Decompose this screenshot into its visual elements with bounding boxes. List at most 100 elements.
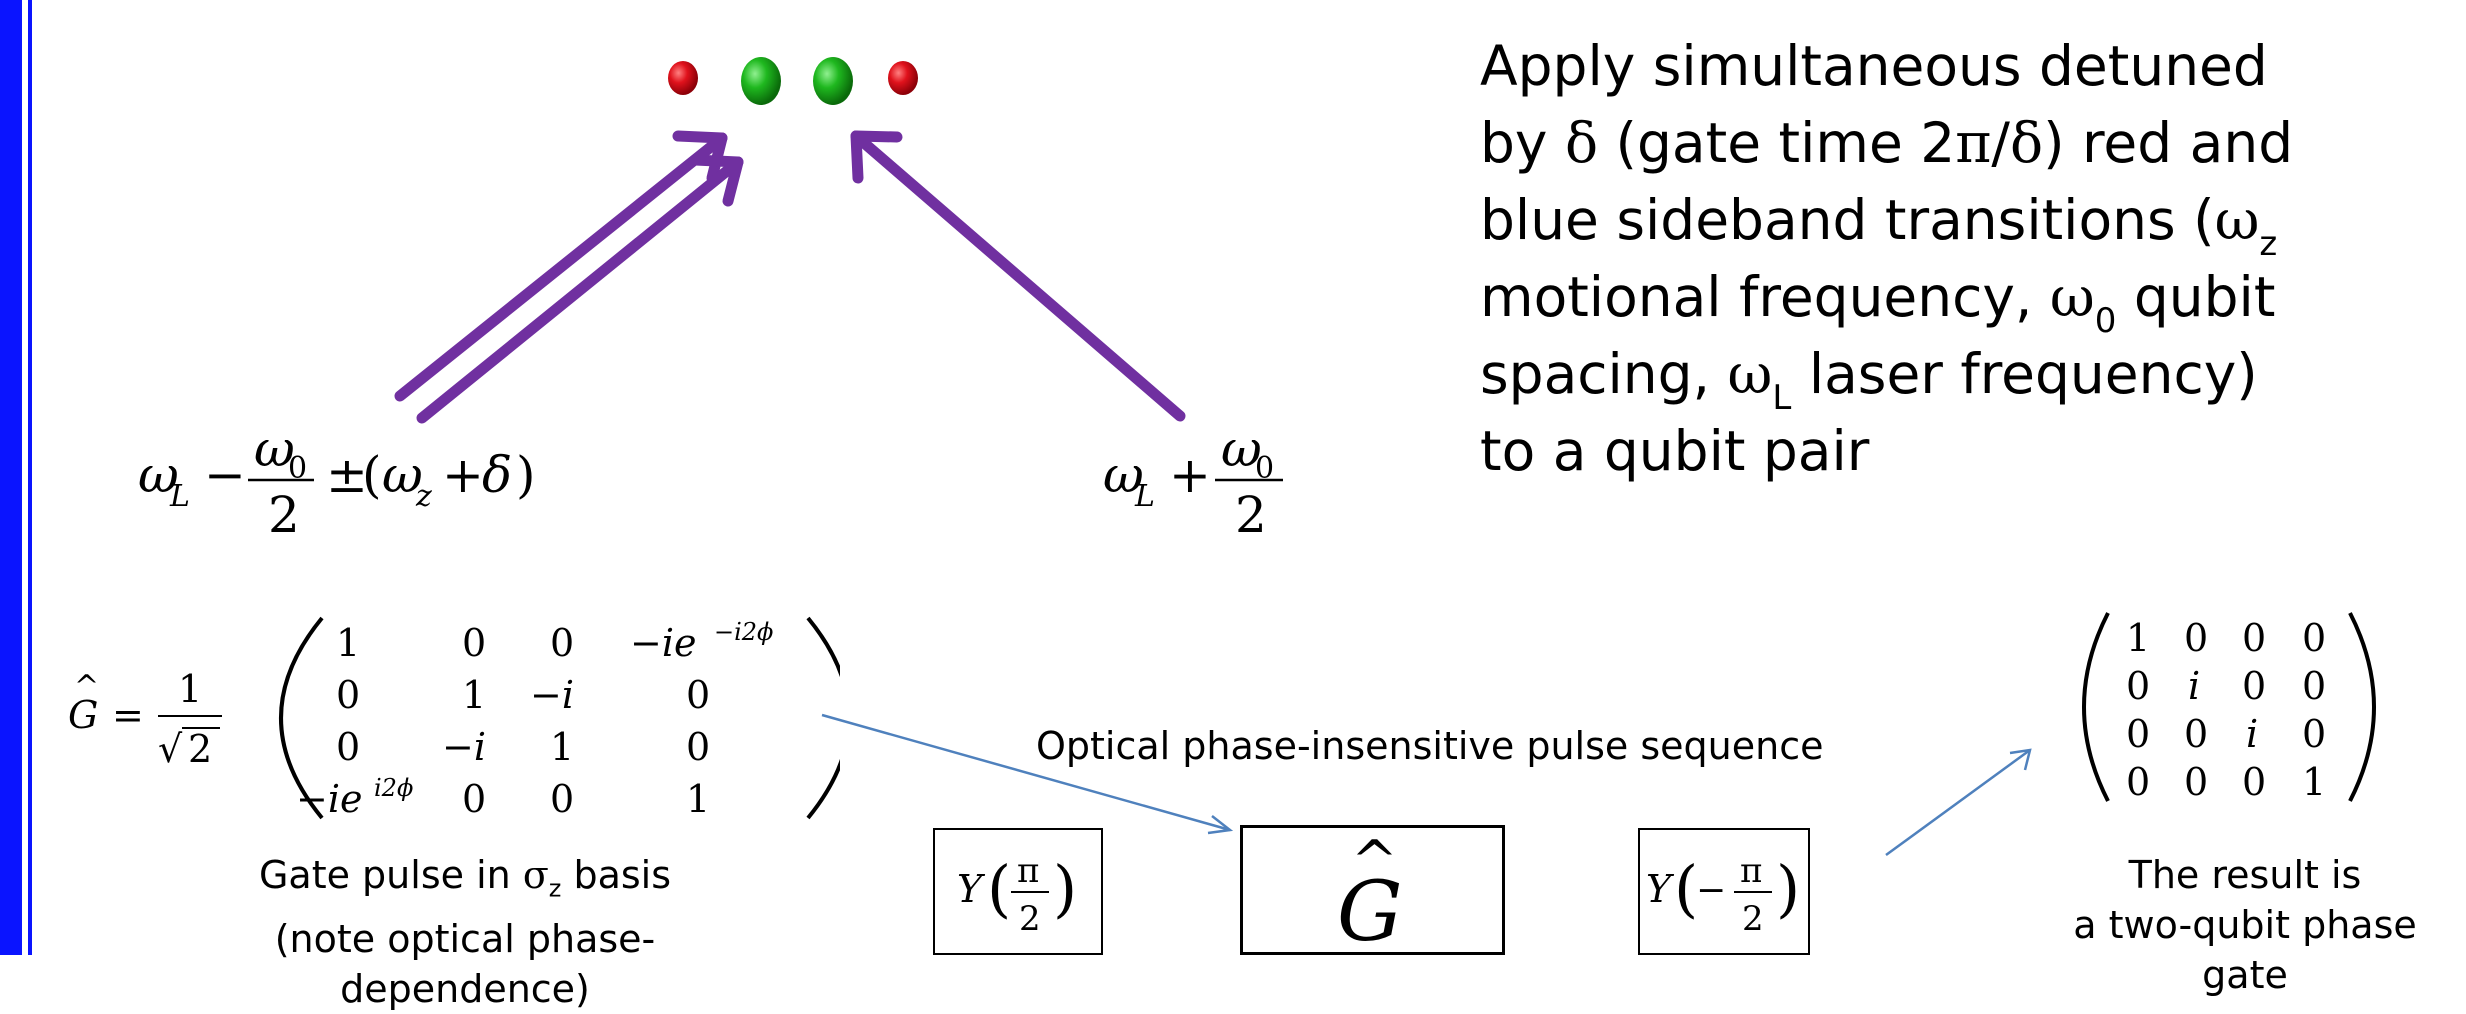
svg-text:): ) xyxy=(1053,852,1077,925)
result-cell-3-0: 0 xyxy=(2126,760,2150,804)
link-arrow-sequence-to-result-head xyxy=(2009,748,2032,771)
gate-cell-2-1: −i xyxy=(442,725,486,769)
result-bracket-right xyxy=(2348,612,2376,802)
gate-cell-3-0-exp: i2ϕ xyxy=(374,774,413,802)
gate-frac-num: 1 xyxy=(178,667,202,711)
freq-left-paren-open: ( xyxy=(362,446,382,504)
laser-arrow-left-2 xyxy=(416,156,744,424)
pulse-g: G xyxy=(1337,865,1403,955)
ion-green-left xyxy=(741,57,781,105)
description-line-4: motional frequency, ω0 qubit xyxy=(1480,265,2276,341)
svg-text:): ) xyxy=(1776,852,1800,925)
pulse-y-minus-pi-over-2: Y ( − π 2 ) xyxy=(1638,828,1810,955)
freq-right-plus: + xyxy=(1169,446,1211,504)
result-cell-0-2: 0 xyxy=(2242,616,2266,660)
gate-cell-0-2: 0 xyxy=(550,621,574,665)
freq-right-num-omega: ω xyxy=(1221,420,1262,478)
laser-arrow-right-head xyxy=(850,130,903,184)
result-cell-2-1: 0 xyxy=(2184,712,2208,756)
freq-left-num-omega: ω xyxy=(254,420,295,478)
pulse-sequence-title: Optical phase-insensitive pulse sequence xyxy=(1036,724,1824,768)
laser-arrow-left-2-head xyxy=(689,154,744,207)
ion-diagram xyxy=(394,57,2032,857)
description-line-6: to a qubit pair xyxy=(1480,419,1870,483)
result-cell-0-3: 0 xyxy=(2302,616,2326,660)
gate-cell-0-3: −ie xyxy=(630,621,696,665)
freq-right-sub-l: L xyxy=(1134,479,1155,514)
freq-right-num-sub: 0 xyxy=(1255,451,1274,486)
gate-frac-den: 2 xyxy=(188,727,212,771)
pulse-1-den: 2 xyxy=(1019,899,1041,939)
link-arrow-sequence-to-result xyxy=(1885,748,2031,857)
gate-cell-3-2: 0 xyxy=(550,777,574,821)
freq-left-delta: δ xyxy=(482,446,512,504)
gate-cell-1-3: 0 xyxy=(686,673,710,717)
freq-left-pm: ± xyxy=(326,446,368,504)
gate-cell-2-3: 0 xyxy=(686,725,710,769)
result-bracket-left xyxy=(2082,612,2110,802)
link-arrow-matrix-to-gate xyxy=(821,713,1231,832)
result-cell-1-3: 0 xyxy=(2302,664,2326,708)
gate-cell-3-3: 1 xyxy=(686,777,710,821)
ion-red-left xyxy=(668,61,698,95)
description-line-3: blue sideband transitions (ωz xyxy=(1480,188,2278,264)
result-cell-2-2: i xyxy=(2246,712,2258,756)
freq-left-omega: ω xyxy=(138,446,179,504)
freq-left-minus: − xyxy=(204,446,246,504)
pulse-1-y: Y xyxy=(957,867,986,911)
gate-bracket-left xyxy=(279,616,324,820)
result-cell-0-1: 0 xyxy=(2184,616,2208,660)
freq-left-sub-z: z xyxy=(415,479,432,514)
result-matrix: 1 0 0 0 0 i 0 0 0 0 i 0 0 0 0 1 xyxy=(2082,612,2376,804)
gate-matrix-equation: G ^ = 1 √ 2 1 0 0 −ie −i2ϕ 0 1 −i 0 0 −i… xyxy=(68,616,840,821)
pulse-y-plus-pi-over-2: Y ( π 2 ) xyxy=(933,828,1103,955)
pulse-3-y: Y xyxy=(1646,867,1675,911)
result-caption-line-1: The result is xyxy=(2128,853,2362,897)
freq-left-den: 2 xyxy=(268,486,300,544)
left-border-line xyxy=(28,0,32,955)
gate-lhs-g: G xyxy=(68,693,98,737)
ion-green-right xyxy=(813,57,853,105)
freq-left-omega-z: ω xyxy=(382,446,423,504)
freq-right-den: 2 xyxy=(1235,486,1267,544)
gate-eq: = xyxy=(112,693,144,737)
pulse-1-num: π xyxy=(1017,851,1039,891)
pulse-g-hat: ^ xyxy=(1351,829,1398,894)
pulse-3-minus: − xyxy=(1696,870,1726,911)
gate-cell-1-1: 1 xyxy=(462,673,486,717)
result-cell-1-0: 0 xyxy=(2126,664,2150,708)
formula-red-detuned-frequency: ω L − ω 0 2 ± ( ω z + δ ) xyxy=(138,420,536,544)
gate-caption-line-1: Gate pulse in σz basis xyxy=(258,853,672,903)
result-cell-3-2: 0 xyxy=(2242,760,2266,804)
gate-lhs-hat: ^ xyxy=(74,669,99,704)
description-line-5: spacing, ωL laser frequency) xyxy=(1480,342,2258,418)
description-text: Apply simultaneous detuned by δ (gate ti… xyxy=(1480,28,2440,490)
gate-cell-0-1: 0 xyxy=(462,621,486,665)
gate-cell-3-0: −ie xyxy=(296,777,362,821)
gate-cell-0-3-exp: −i2ϕ xyxy=(714,618,773,646)
gate-cell-3-1: 0 xyxy=(462,777,486,821)
gate-bracket-right xyxy=(806,616,840,820)
result-cell-0-0: 1 xyxy=(2126,616,2150,660)
result-cell-2-3: 0 xyxy=(2302,712,2326,756)
gate-cell-1-0: 0 xyxy=(336,673,360,717)
freq-left-sub-l: L xyxy=(169,479,190,514)
ion-red-right xyxy=(888,61,918,95)
result-cell-2-0: 0 xyxy=(2126,712,2150,756)
result-cell-1-1: i xyxy=(2188,664,2200,708)
description-line-1: Apply simultaneous detuned xyxy=(1480,34,2268,98)
formula-blue-frequency: ω L + ω 0 2 xyxy=(1103,420,1283,544)
gate-cell-2-0: 0 xyxy=(336,725,360,769)
svg-text:(: ( xyxy=(987,852,1011,925)
laser-arrow-right xyxy=(850,130,1186,422)
freq-left-paren-close: ) xyxy=(516,446,536,504)
left-border-bar xyxy=(0,0,22,955)
gate-cell-1-2: −i xyxy=(530,673,574,717)
pulse-g-box: G ^ xyxy=(1240,825,1505,960)
description-line-2: by δ (gate time 2π/δ) red and xyxy=(1480,111,2294,175)
freq-left-num-sub: 0 xyxy=(288,451,307,486)
gate-sqrt-sign: √ xyxy=(158,727,183,771)
svg-text:(: ( xyxy=(1674,852,1698,925)
link-arrow-matrix-to-gate-head xyxy=(1207,815,1234,835)
result-cell-3-3: 1 xyxy=(2302,760,2326,804)
